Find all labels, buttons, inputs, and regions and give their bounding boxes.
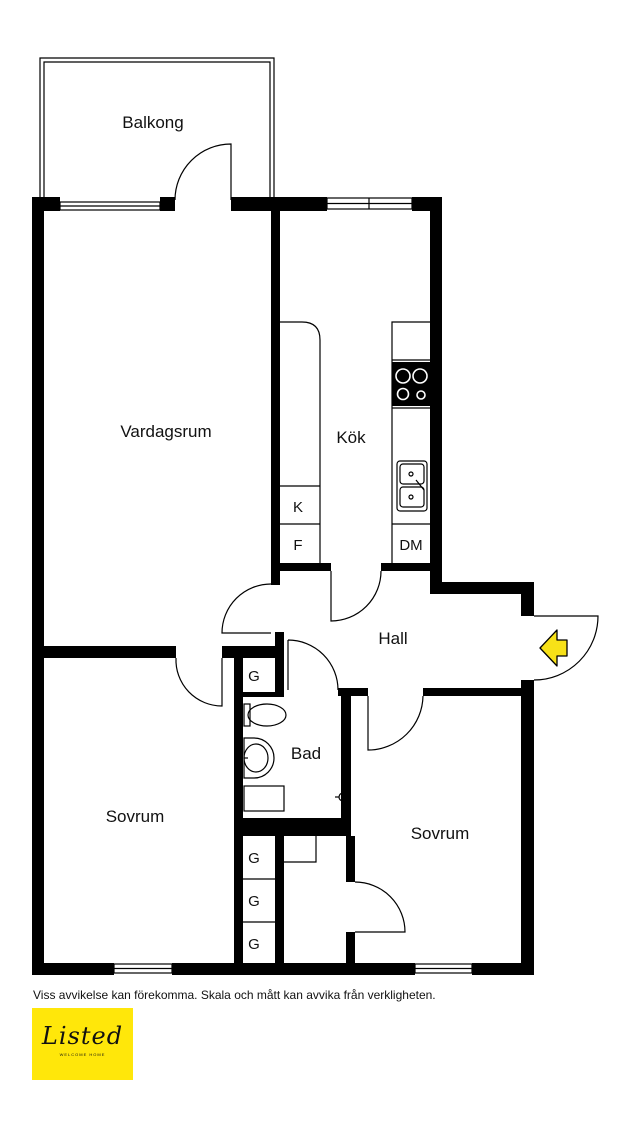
sink-icon xyxy=(396,460,428,512)
fixture-label-wardrobe-2: G xyxy=(248,893,260,910)
fixture-label-wardrobe-3: G xyxy=(248,936,260,953)
floor-plan: Balkong Vardagsrum Kök Hall Bad Sovrum S… xyxy=(32,57,599,975)
door-bedroom-right xyxy=(367,695,424,751)
door-living xyxy=(221,583,272,634)
room-label-hall: Hall xyxy=(378,629,407,648)
bath-cabinet xyxy=(243,785,285,812)
wardrobes xyxy=(243,836,317,923)
window-kitchen xyxy=(326,197,413,210)
kitchen-fixtures xyxy=(280,321,430,563)
room-label-balcony: Balkong xyxy=(122,113,183,132)
bath-fixtures xyxy=(243,703,348,812)
room-label-kitchen: Kök xyxy=(336,428,366,447)
balcony-outline xyxy=(39,57,275,200)
door-bath xyxy=(287,639,339,691)
fixture-label-wardrobe-1: G xyxy=(248,850,260,867)
entrance-arrow-icon xyxy=(539,629,568,667)
disclaimer-text: Viss avvikelse kan förekomma. Skala och … xyxy=(33,988,436,1002)
walls xyxy=(32,197,534,975)
counter-right xyxy=(391,321,430,563)
fixture-labels: K F DM G G G G xyxy=(248,499,423,953)
fixture-label-freezer: F xyxy=(293,537,302,554)
washbasin-icon xyxy=(243,737,275,779)
window-bedroom-left xyxy=(113,963,173,974)
windows xyxy=(59,197,473,974)
window-bedroom-right xyxy=(414,963,473,974)
counter-left xyxy=(280,321,321,563)
door-entrance xyxy=(533,615,599,681)
room-label-bath: Bad xyxy=(291,744,321,763)
room-label-bedroom-left: Sovrum xyxy=(106,807,165,826)
door-balcony xyxy=(174,143,232,201)
room-label-living: Vardagsrum xyxy=(120,422,211,441)
fixture-label-fridge: K xyxy=(293,499,303,516)
toilet-icon xyxy=(243,703,287,727)
room-label-bedroom-right: Sovrum xyxy=(411,824,470,843)
logo-wordmark: Listed xyxy=(41,1022,124,1050)
window-living xyxy=(59,201,161,211)
door-closet xyxy=(354,881,406,933)
listed-logo: Listed WELCOME HOME xyxy=(32,1008,133,1080)
stove-icon xyxy=(392,362,430,406)
door-kitchen xyxy=(330,570,382,622)
logo-tagline: WELCOME HOME xyxy=(59,1052,106,1057)
fixture-label-dishwasher: DM xyxy=(399,537,422,554)
room-labels: Balkong Vardagsrum Kök Hall Bad Sovrum S… xyxy=(106,113,470,843)
fixture-label-wardrobe-hall: G xyxy=(248,668,260,685)
doors xyxy=(174,143,599,933)
door-bedroom-left xyxy=(175,657,223,707)
shower-icon xyxy=(335,792,348,802)
closet-shelf xyxy=(284,836,317,863)
